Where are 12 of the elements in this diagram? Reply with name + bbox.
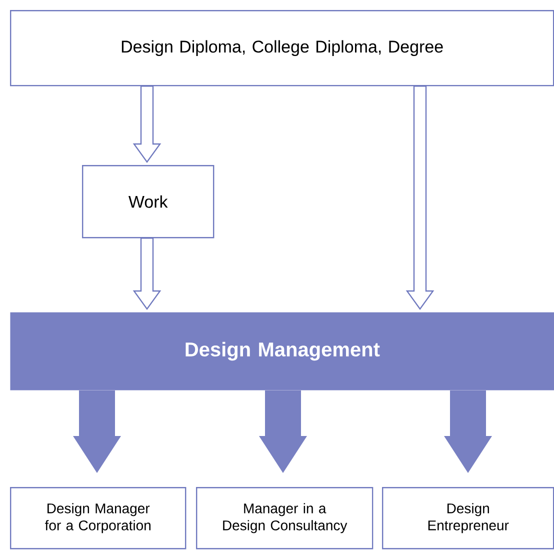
text-box: Design Entrepreneur <box>382 487 554 550</box>
text-box: Manager in a Design Consultancy <box>196 487 374 550</box>
text-box: Design Diploma, College Diploma, Degree <box>10 10 554 86</box>
text-box: Design Manager for a Corporation <box>10 487 186 550</box>
arrow <box>259 390 307 473</box>
band-banner: Design Management <box>10 312 554 390</box>
text-box: Work <box>82 165 214 238</box>
arrow <box>132 86 162 164</box>
arrow <box>444 390 492 473</box>
arrow <box>406 86 434 310</box>
arrow <box>132 238 162 310</box>
arrow <box>73 390 121 473</box>
